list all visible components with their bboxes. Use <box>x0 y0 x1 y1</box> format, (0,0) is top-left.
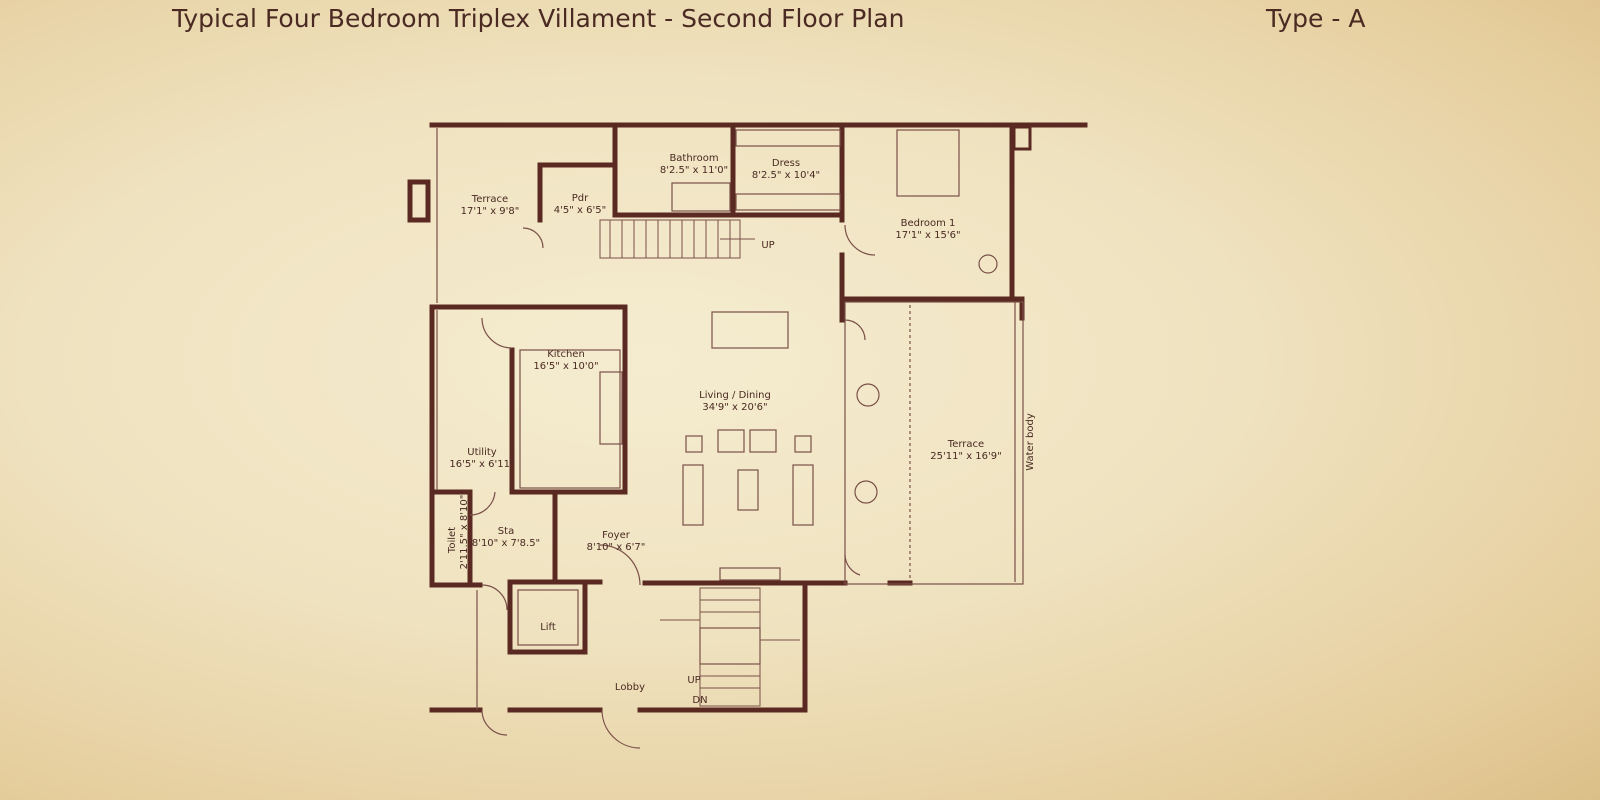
kitchen-size: 16'5" x 10'0" <box>533 361 598 372</box>
utility-name: Utility <box>467 447 496 458</box>
bedroom-1-name: Bedroom 1 <box>901 218 956 229</box>
kitchen-name: Kitchen <box>547 349 585 360</box>
terrace-2-size: 25'11" x 16'9" <box>930 451 1002 462</box>
stair-up-label: UP <box>761 240 774 251</box>
bedroom-1-size: 17'1" x 15'6" <box>895 230 960 241</box>
bathroom-name: Bathroom <box>669 153 718 164</box>
terrace-1-size: 17'1" x 9'8" <box>461 206 520 217</box>
water-body-label: Water body <box>1025 413 1036 471</box>
sta-size: 8'10" x 7'8.5" <box>472 538 540 549</box>
foyer-name: Foyer <box>602 530 631 541</box>
dress-name: Dress <box>772 158 800 169</box>
pdr-size: 4'5" x 6'5" <box>554 205 606 216</box>
utility-size: 16'5" x 6'11" <box>449 459 514 470</box>
foyer-size: 8'10" x 6'7" <box>587 542 646 553</box>
sta-name: Sta <box>498 526 514 537</box>
dress-size: 8'2.5" x 10'4" <box>752 170 820 181</box>
living-dining-size: 34'9" x 20'6" <box>702 402 767 413</box>
thin-lines <box>436 128 1024 749</box>
walls <box>407 122 1088 713</box>
bathroom-size: 8'2.5" x 11'0" <box>660 165 728 176</box>
lobby-name: Lobby <box>615 682 645 693</box>
stair-up-label-2: UP <box>687 675 700 686</box>
pdr-name: Pdr <box>572 193 589 204</box>
toilet-size: 2'11.5" x 8'10" <box>459 495 470 570</box>
living-dining-name: Living / Dining <box>699 390 771 401</box>
staircase <box>599 219 800 707</box>
plan-title: Typical Four Bedroom Triplex Villament -… <box>172 4 905 33</box>
terrace-1-name: Terrace <box>471 194 508 205</box>
stair-down-label: DN <box>692 695 707 706</box>
room-labels: Terrace 17'1" x 9'8" Pdr 4'5" x 6'5" Bat… <box>447 153 1036 706</box>
terrace-2-name: Terrace <box>947 439 984 450</box>
toilet-name: Toilet <box>447 527 458 554</box>
plan-type: Type - A <box>1266 4 1366 33</box>
lift-name: Lift <box>540 622 556 633</box>
